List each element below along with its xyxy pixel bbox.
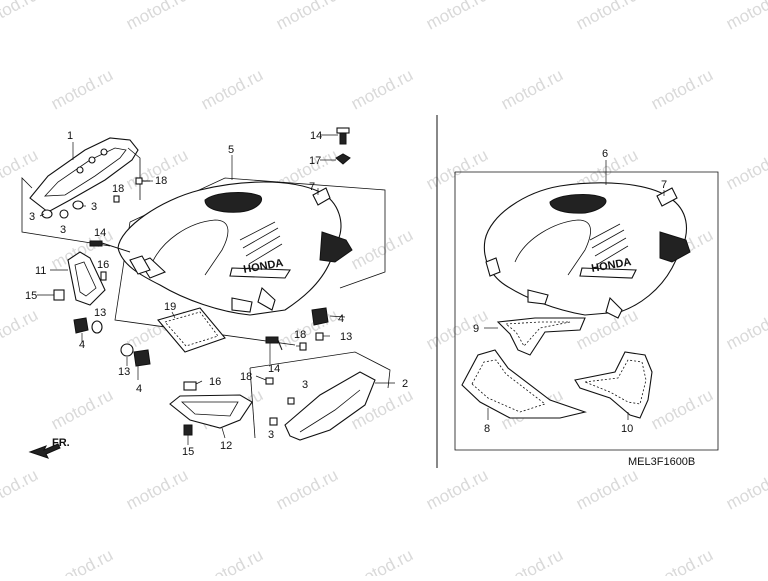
fastener-4-right bbox=[311, 307, 329, 326]
watermark-text: motod.ru bbox=[0, 465, 41, 513]
callout-8: 8 bbox=[484, 423, 490, 435]
fr-label: FR. bbox=[52, 437, 70, 449]
watermark-text: motod.ru bbox=[273, 465, 341, 513]
side-panel-11 bbox=[67, 251, 107, 306]
callout-9: 9 bbox=[473, 323, 479, 335]
bolt-14-left bbox=[89, 240, 131, 253]
watermark-text: motod.ru bbox=[573, 0, 641, 34]
bolt-15-left bbox=[53, 289, 65, 301]
watermark-text: motod.ru bbox=[498, 545, 566, 576]
grommet-group-3 bbox=[41, 200, 84, 219]
watermark-text: motod.ru bbox=[0, 305, 41, 353]
callout-5: 5 bbox=[228, 144, 234, 156]
callout-19: 19 bbox=[164, 301, 176, 313]
cushion-7-left bbox=[312, 187, 331, 206]
fastener-4-13-left bbox=[73, 317, 103, 334]
callout-4-c: 4 bbox=[338, 313, 344, 325]
callout-2: 2 bbox=[402, 378, 408, 390]
watermark-text: motod.ru bbox=[648, 385, 716, 433]
watermark-text: motod.ru bbox=[348, 65, 416, 113]
watermark-text: motod.ru bbox=[498, 65, 566, 113]
watermark-text: motod.ru bbox=[123, 465, 191, 513]
callout-6: 6 bbox=[602, 148, 608, 160]
callout-3-d: 3 bbox=[302, 379, 308, 391]
watermark-text: motod.ru bbox=[423, 305, 491, 353]
callout-18-d: 18 bbox=[240, 371, 252, 383]
watermark-text: motod.ru bbox=[48, 385, 116, 433]
callout-16-a: 16 bbox=[97, 259, 109, 271]
washer-17 bbox=[335, 153, 351, 165]
bracket-1 bbox=[21, 137, 141, 247]
watermark-text: motod.ru bbox=[198, 545, 266, 576]
bolt-14-bottom bbox=[265, 336, 283, 351]
callout-15-a: 15 bbox=[25, 290, 37, 302]
watermark-text: motod.ru bbox=[648, 545, 716, 576]
lower-cover-2 bbox=[249, 351, 391, 441]
callout-7-a: 7 bbox=[309, 181, 315, 193]
pad-19 bbox=[157, 307, 226, 353]
watermark-text: motod.ru bbox=[723, 145, 768, 193]
bolt-14-top bbox=[336, 127, 350, 145]
callout-3-e: 3 bbox=[268, 429, 274, 441]
callout-17: 17 bbox=[309, 155, 321, 167]
pad-9 bbox=[496, 317, 586, 356]
tank-cover-assembly-right bbox=[454, 171, 719, 451]
callout-16-b: 16 bbox=[209, 376, 221, 388]
front-direction-arrow: FR. bbox=[28, 437, 70, 459]
callout-12: 12 bbox=[220, 440, 232, 452]
watermark-text: motod.ru bbox=[723, 465, 768, 513]
watermark-text: motod.ru bbox=[123, 0, 191, 34]
leader-lines bbox=[37, 134, 665, 445]
callout-4-b: 4 bbox=[136, 383, 142, 395]
callout-1: 1 bbox=[67, 130, 73, 142]
watermark-text: motod.ru bbox=[198, 65, 266, 113]
callout-7-b: 7 bbox=[661, 179, 667, 191]
callout-3-b: 3 bbox=[60, 224, 66, 236]
callout-11: 11 bbox=[35, 265, 46, 277]
callout-10: 10 bbox=[621, 423, 633, 435]
pad-8 bbox=[461, 349, 587, 419]
callout-13-a: 13 bbox=[94, 307, 106, 319]
callout-14-b: 14 bbox=[310, 130, 322, 142]
callout-13-c: 13 bbox=[340, 331, 352, 343]
tank-cover-assembly-left bbox=[114, 177, 386, 346]
callout-3-c: 3 bbox=[91, 201, 97, 213]
watermark-text: motod.ru bbox=[48, 65, 116, 113]
watermark-text: motod.ru bbox=[423, 145, 491, 193]
fastener-13-right bbox=[315, 332, 324, 341]
bolt-18-right bbox=[299, 342, 307, 351]
watermark-text: motod.ru bbox=[0, 0, 41, 34]
watermark-text: motod.ru bbox=[423, 0, 491, 34]
watermark-text: motod.ru bbox=[648, 65, 716, 113]
watermark-text: motod.ru bbox=[423, 465, 491, 513]
watermark-text: motod.ru bbox=[348, 545, 416, 576]
bolt-18-top bbox=[135, 177, 150, 185]
cushion-7-right bbox=[656, 187, 678, 207]
watermark-text: motod.ru bbox=[48, 545, 116, 576]
diagram-code: MEL3F1600B bbox=[628, 456, 695, 468]
callout-13-b: 13 bbox=[118, 366, 130, 378]
watermark-text: motod.ru bbox=[723, 0, 768, 34]
watermark-text: motod.ru bbox=[273, 0, 341, 34]
callout-3-a: 3 bbox=[29, 211, 35, 223]
callout-labels: 1 2 3 3 3 3 3 4 4 4 5 6 7 7 8 9 10 11 12… bbox=[25, 130, 667, 458]
callout-14-c: 14 bbox=[268, 363, 280, 375]
bolt-18-small bbox=[113, 195, 120, 203]
watermark-text: motod.ru bbox=[348, 225, 416, 273]
watermark-text: motod.ru bbox=[0, 145, 41, 193]
fastener-4-13-lower bbox=[120, 343, 151, 367]
callout-14-a: 14 bbox=[94, 227, 106, 239]
watermark-text: motod.ru bbox=[273, 305, 341, 353]
callout-18-b: 18 bbox=[112, 183, 124, 195]
callout-18-c: 18 bbox=[294, 329, 306, 341]
watermark-text: motod.ru bbox=[573, 465, 641, 513]
pad-10 bbox=[574, 351, 653, 419]
lower-panel-12 bbox=[169, 381, 253, 436]
callout-4-a: 4 bbox=[79, 339, 85, 351]
callout-18-a: 18 bbox=[155, 175, 167, 187]
watermark-text: motod.ru bbox=[723, 305, 768, 353]
callout-15-b: 15 bbox=[182, 446, 194, 458]
